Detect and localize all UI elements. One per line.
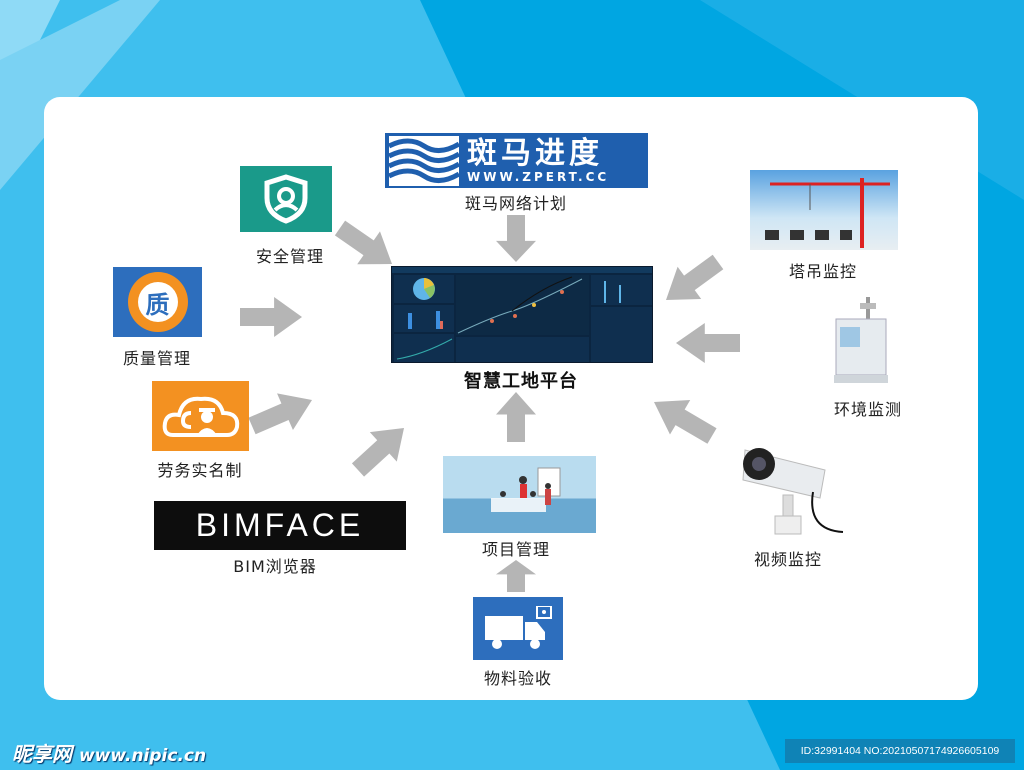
- dashboard-screenshot: [391, 266, 653, 363]
- dashboard-preview: [392, 267, 652, 362]
- arrow-environment-icon: [676, 323, 740, 363]
- labor-label: 劳务实名制: [157, 461, 243, 480]
- zpert-url: WWW.ZPERT.CC: [467, 169, 610, 184]
- arrow-project-icon: [496, 392, 536, 442]
- environment-label: 环境监测: [833, 400, 903, 419]
- labor-tile: [152, 381, 249, 451]
- quality-glyph: 质: [137, 282, 178, 322]
- quality-tile: 质: [113, 267, 202, 337]
- arrow-bim-icon: [351, 427, 404, 477]
- safety-tile: [240, 166, 332, 232]
- watermark-site: 昵享网 www.nipic.cn: [12, 738, 206, 767]
- quality-label: 质量管理: [122, 349, 192, 368]
- bimface-logo: BIMFACE: [154, 501, 406, 550]
- project-label: 项目管理: [481, 540, 551, 559]
- arrow-safety-icon: [334, 220, 392, 265]
- arrow-crane-icon: [666, 254, 724, 301]
- arrow-material-icon: [496, 560, 536, 592]
- crane-label: 塔吊监控: [788, 262, 858, 281]
- watermark-brand: 昵享网: [12, 742, 72, 766]
- cctv-camera-icon: [742, 448, 844, 535]
- worker-cloud-icon: [162, 396, 239, 437]
- video-label: 视频监控: [753, 550, 823, 569]
- badge-icon: 质: [131, 276, 184, 328]
- tower-crane-illustration: [765, 178, 890, 248]
- bim-label: BIM浏览器: [233, 557, 317, 576]
- zpert-title: 斑马进度: [467, 135, 603, 171]
- image-id-badge: ID:32991404 NO:20210507174926605109: [785, 739, 1015, 763]
- arrow-labor-icon: [248, 393, 312, 435]
- zpert-logo: 斑马进度 WWW.ZPERT.CC: [385, 133, 648, 188]
- meeting-illustration: [491, 467, 561, 512]
- watermark-url: www.nipic.cn: [78, 746, 207, 766]
- weather-station-icon: [834, 297, 888, 383]
- material-label: 物料验收: [483, 669, 553, 688]
- environment-monitor-image: [826, 297, 893, 388]
- truck-icon: [485, 605, 552, 649]
- project-image: [443, 456, 596, 533]
- arrow-video-icon: [653, 400, 717, 444]
- camera-image: [735, 440, 845, 540]
- center-label: 智慧工地平台: [464, 371, 578, 392]
- crane-image: [750, 170, 898, 250]
- safety-label: 安全管理: [255, 247, 325, 266]
- material-tile: [473, 597, 563, 660]
- arrow-quality-icon: [240, 297, 302, 337]
- zebra-wave-icon: [389, 135, 459, 186]
- zpert-label: 斑马网络计划: [464, 194, 568, 213]
- arrow-zpert-icon: [496, 215, 536, 262]
- shield-icon: [264, 174, 308, 224]
